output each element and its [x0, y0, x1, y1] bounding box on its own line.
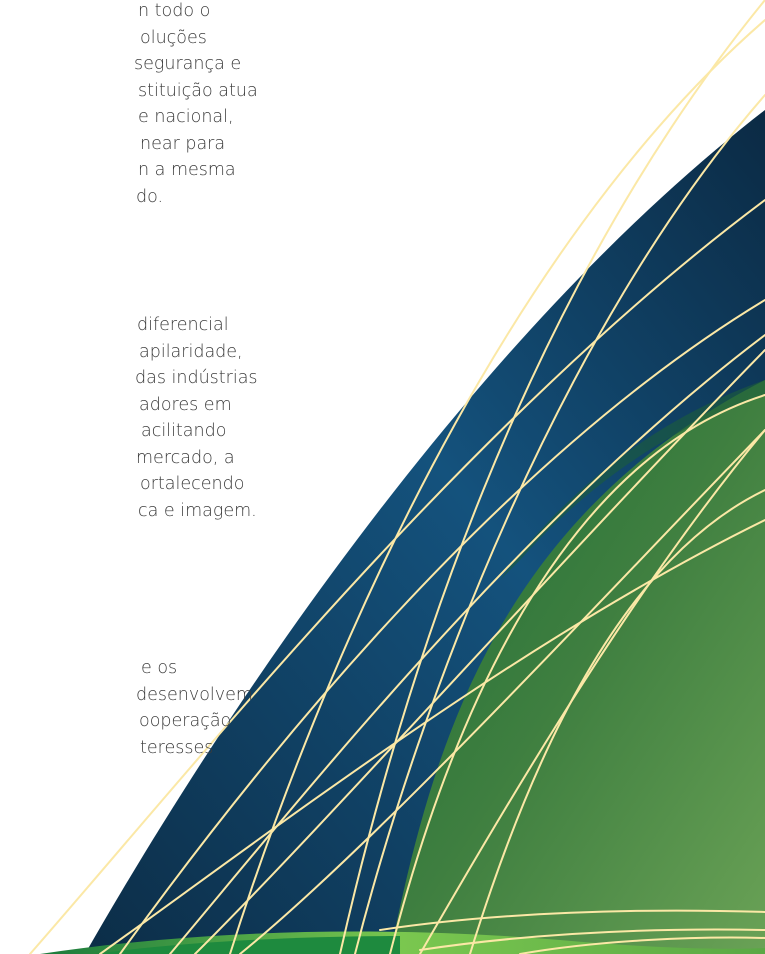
text-line: acilitando [141, 421, 227, 441]
text-line: teresses [140, 737, 214, 758]
text-line: apilaridade, [139, 341, 243, 362]
text-line: segurança e [134, 54, 242, 74]
text-line: near para [140, 133, 226, 154]
text-line: e nacional, [138, 107, 234, 127]
text-line: oluções [140, 27, 207, 48]
text-line: do. [136, 186, 164, 207]
green-swoosh-shape [390, 380, 765, 954]
cream-line-group [29, 0, 765, 954]
paragraph-1: n todo o oluções segurança e stituição a… [0, 0, 258, 210]
paragraph-3: e os desenvolvem ooperação teresses [0, 655, 253, 761]
text-line: ooperação [139, 711, 232, 731]
bottom-green-band-shape [95, 936, 400, 954]
paragraph-2: diferencial apilaridade, das indústrias … [0, 312, 258, 524]
text-line: mercado, a [136, 447, 235, 468]
green-edge-shape [500, 380, 765, 580]
text-line: n a mesma [138, 160, 236, 180]
text-line: adores em [139, 394, 232, 415]
text-line: ca e imagem. [138, 500, 257, 521]
text-line: das indústrias [135, 368, 258, 388]
text-line: diferencial [137, 315, 229, 335]
text-line: e os [141, 658, 178, 678]
text-line: stituição atua [138, 80, 258, 101]
text-line: ortalecendo [140, 474, 245, 494]
text-line: desenvolvem [136, 684, 253, 705]
text-line: n todo o [138, 1, 211, 21]
